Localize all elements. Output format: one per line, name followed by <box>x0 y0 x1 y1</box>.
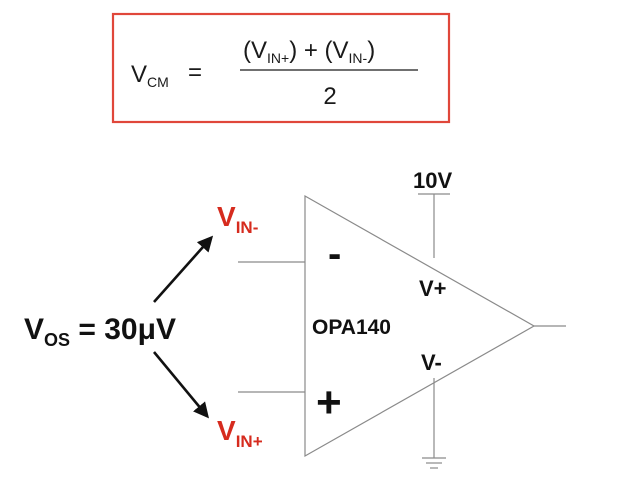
vos-label: VOS = 30μV <box>24 313 176 350</box>
formula-box <box>111 12 451 124</box>
arrow-to-vin-plus <box>152 351 209 419</box>
arrow-to-vin-minus <box>153 235 214 303</box>
opamp-name: OPA140 <box>312 316 391 339</box>
formula-denominator: 2 <box>323 83 336 110</box>
vminus-label: V- <box>421 350 442 375</box>
formula-lhs: VCM <box>131 61 169 90</box>
inverting-sign: - <box>328 232 341 276</box>
formula: VCM = (VIN+) + (VIN-) 2 <box>131 37 418 110</box>
opamp-triangle <box>304 194 536 458</box>
formula-equals: = <box>188 59 202 86</box>
vplus-label: V+ <box>419 276 447 301</box>
vin-minus-label: VIN- <box>217 201 258 237</box>
ground-icon <box>422 457 446 469</box>
formula-numerator: (VIN+) + (VIN-) <box>243 37 375 66</box>
noninverting-sign: + <box>316 378 342 427</box>
vin-plus-label: VIN+ <box>217 415 263 451</box>
supply-label: 10V <box>413 168 452 193</box>
